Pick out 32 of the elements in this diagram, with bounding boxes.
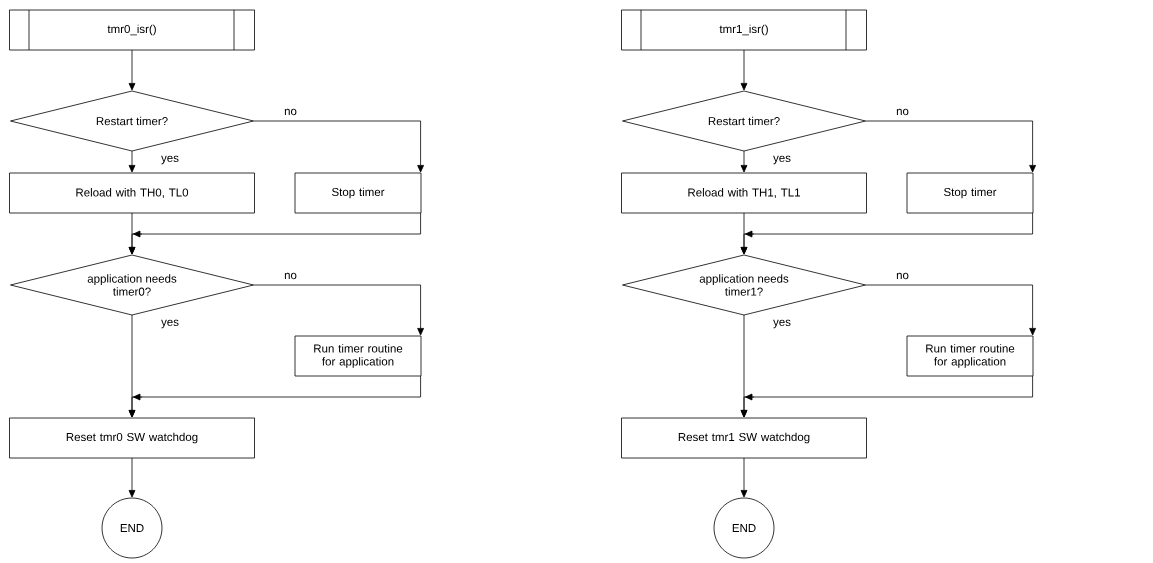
arrow	[740, 150, 748, 173]
arrow	[253, 120, 424, 173]
process-box: Reload with TH0, TL0	[9, 172, 255, 214]
arrow	[865, 120, 1036, 173]
edge-label: yes	[772, 154, 792, 166]
edge-label: no	[895, 107, 910, 117]
arrow	[740, 212, 1033, 255]
process-box: Reload with TH1, TL1	[621, 172, 867, 214]
edge-label: yes	[160, 318, 180, 330]
edge-label: yes	[772, 318, 792, 330]
process-box: Stop timer	[294, 172, 422, 214]
arrow	[128, 150, 136, 173]
edge-label: no	[283, 271, 298, 281]
subroutine-box: tmr0_isr()	[9, 9, 255, 51]
arrow	[253, 284, 424, 336]
process-box: Run timer routine for application	[906, 335, 1034, 377]
process-box: Stop timer	[906, 172, 1034, 214]
arrow	[865, 284, 1036, 336]
subroutine-box: tmr1_isr()	[621, 9, 867, 51]
edge-label: no	[895, 271, 910, 281]
arrow	[128, 375, 421, 418]
arrow	[740, 49, 748, 91]
process-box: Reset tmr1 SW watchdog	[621, 417, 867, 459]
arrow	[740, 375, 1033, 418]
edge-label: no	[283, 107, 298, 117]
edge-label: yes	[160, 154, 180, 166]
arrow	[128, 457, 136, 498]
process-box: Reset tmr0 SW watchdog	[9, 417, 255, 459]
arrow	[740, 457, 748, 498]
arrow	[128, 49, 136, 91]
process-box: Run timer routine for application	[294, 335, 422, 377]
arrow	[128, 212, 421, 255]
